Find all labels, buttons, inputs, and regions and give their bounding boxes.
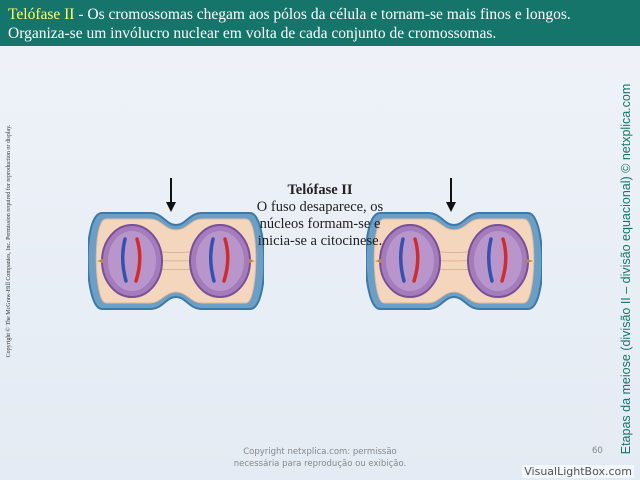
stage-caption-title: Telófase II [287,182,353,198]
series-title-vertical-text: Etapas da meiose (divisão II – divisão e… [619,83,633,455]
arrow-down-icon [446,178,456,212]
watermark-link[interactable]: VisualLightBox.com [522,465,634,478]
series-title-vertical: Etapas da meiose (divisão II – divisão e… [616,83,636,455]
title-highlight: Telófase II [8,6,75,23]
page-number: 60 [592,446,603,456]
stage-caption: Telófase II O fuso desaparece, os núcleo… [250,182,390,250]
telophase-cell-right [366,212,542,310]
slide-title-bar: Telófase II - Os cromossomas chegam aos … [0,0,640,46]
footer-line-1: Copyright netxplica.com: permissão [243,447,397,457]
footer-line-2: necessária para reprodução ou exibição. [233,459,407,469]
footer-copyright: Copyright netxplica.com: permissão neces… [210,446,430,470]
arrow-down-icon [166,178,176,212]
title-line-1: - Os cromossomas chegam aos pólos da cél… [74,6,571,23]
copyright-vertical: Copyright © The McGraw-Hill Companies, I… [4,96,14,386]
title-line-2: Organiza-se um invólucro nuclear em volt… [8,25,497,42]
telophase-cell-left [88,212,264,310]
copyright-vertical-text: Copyright © The McGraw-Hill Companies, I… [6,124,12,358]
stage-caption-body: O fuso desaparece, os núcleos formam-se … [256,199,384,249]
